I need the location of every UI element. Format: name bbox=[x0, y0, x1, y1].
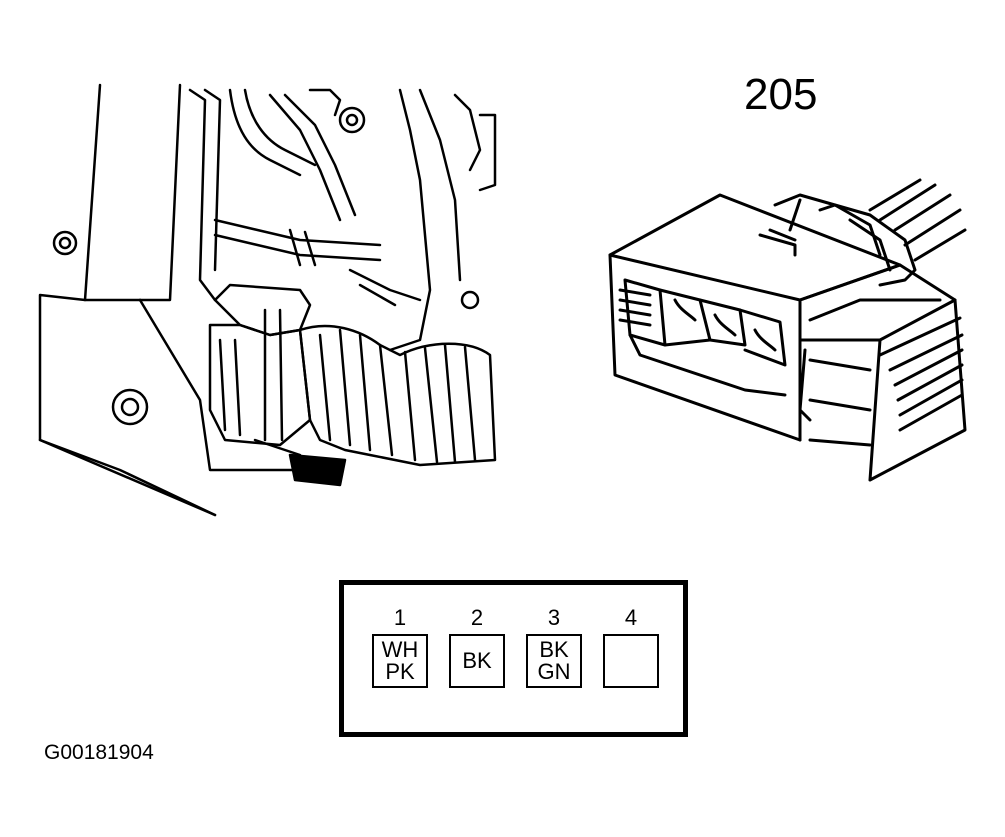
pin-wire-color-cell bbox=[603, 634, 659, 688]
wire-color-secondary: PK bbox=[385, 659, 415, 684]
connector-pinout-table: 1 WH PK 2 BK 3 BK GN 4 bbox=[339, 580, 688, 737]
component-reference-number: 205 bbox=[744, 70, 818, 119]
pin-number: 1 bbox=[393, 605, 407, 630]
pin-2: 2 BK bbox=[447, 607, 507, 688]
pin-4: 4 bbox=[601, 607, 661, 688]
wire-color-primary: BK bbox=[539, 637, 569, 662]
wire-color-secondary: GN bbox=[537, 659, 571, 684]
pin-3: 3 BK GN bbox=[524, 607, 584, 688]
pin-number: 3 bbox=[547, 605, 561, 630]
figure-id-caption: G00181904 bbox=[44, 741, 154, 764]
wire-color-primary: WH bbox=[381, 637, 419, 662]
wire-color-primary: BK bbox=[462, 648, 492, 673]
pin-wire-color-cell: WH PK bbox=[372, 634, 428, 688]
connector-perspective-drawing bbox=[608, 178, 967, 482]
pin-number: 4 bbox=[624, 605, 638, 630]
pin-wire-color-cell: BK bbox=[449, 634, 505, 688]
pin-wire-color-cell: BK GN bbox=[526, 634, 582, 688]
pin-1: 1 WH PK bbox=[370, 607, 430, 688]
engine-bay-drawing bbox=[38, 83, 497, 517]
pin-number: 2 bbox=[470, 605, 484, 630]
